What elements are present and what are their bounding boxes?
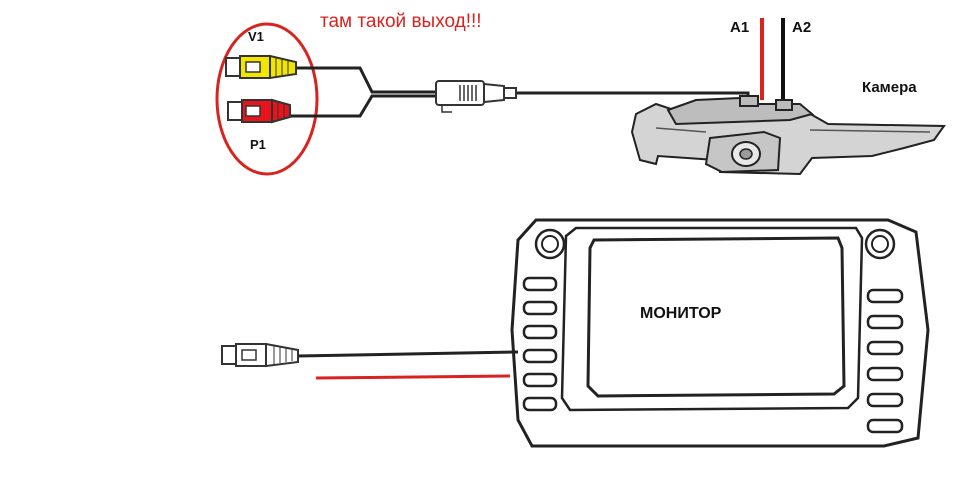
rca-plug-monitor (221, 342, 299, 368)
rca-plug-v1 (225, 54, 297, 80)
wire-a1-label: A1 (730, 19, 750, 36)
monitor-unit (510, 218, 930, 448)
wire-a2-label: A2 (792, 19, 812, 36)
monitor-left-buttons (522, 276, 558, 412)
camera-label: Камера (862, 79, 917, 96)
p1-label: P1 (250, 137, 266, 152)
monitor-knob-right (864, 228, 896, 260)
v1-label: V1 (248, 29, 264, 44)
annotation-note: там такой выход!!! (320, 11, 482, 32)
monitor-knob-left (534, 228, 566, 260)
monitor-label: МОНИТОР (640, 305, 722, 322)
camera-body (630, 95, 946, 176)
highlight-ellipse (215, 22, 319, 176)
rca-plug-p1 (227, 98, 291, 124)
monitor-video-wire (297, 350, 519, 358)
monitor-red-wire (315, 374, 511, 380)
monitor-right-buttons (866, 288, 904, 434)
cable-connector (435, 80, 517, 113)
